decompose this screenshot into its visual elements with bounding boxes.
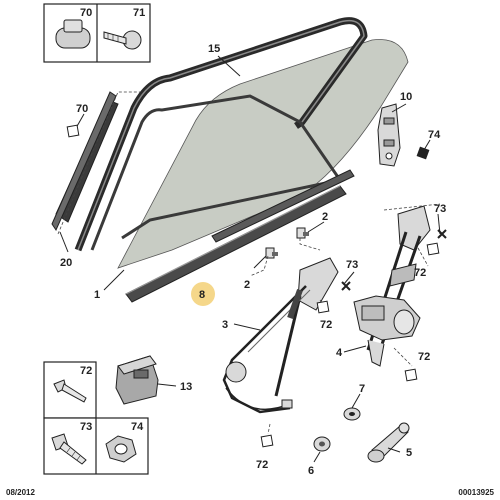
callout-72-bottom: 72 <box>256 459 268 471</box>
nut-74-icon <box>416 146 430 160</box>
regulator-4 <box>353 205 431 367</box>
switch-13 <box>115 355 159 405</box>
inner-belt-strip <box>211 169 355 243</box>
screw-71-icon <box>103 30 142 50</box>
nut-74-box-icon <box>105 435 137 463</box>
highlight-marker <box>191 282 215 306</box>
callout-6: 6 <box>308 465 314 477</box>
callout-4: 4 <box>336 347 343 359</box>
callout-74: 74 <box>428 129 441 141</box>
callout-20: 20 <box>60 257 72 269</box>
box-label-71: 71 <box>133 7 145 19</box>
callout-72-center: 72 <box>320 319 332 331</box>
bracket-10 <box>377 103 401 167</box>
bush-7-icon <box>343 407 361 421</box>
leader-lines <box>59 55 441 463</box>
clip-2-upper <box>296 227 309 239</box>
clip-70-icon <box>55 19 91 49</box>
date-stamp: 08/2012 <box>6 488 35 497</box>
callout-3: 3 <box>222 319 228 331</box>
clip-pin-72-icon <box>53 379 87 403</box>
callout-2-upper: 2 <box>322 211 328 223</box>
callout-70: 70 <box>76 103 88 115</box>
callout-72-right: 72 <box>414 267 426 279</box>
callout-2-lower: 2 <box>244 279 250 291</box>
box-label-73: 73 <box>80 421 92 433</box>
callout-13: 13 <box>180 381 192 393</box>
callout-73-right: 73 <box>434 203 446 215</box>
clip-2-lower <box>265 247 278 259</box>
callout-15: 15 <box>208 43 220 55</box>
callout-73-center: 73 <box>346 259 358 271</box>
callout-8: 8 <box>199 289 205 301</box>
callout-10: 10 <box>400 91 412 103</box>
callout-5: 5 <box>406 447 412 459</box>
roller-6-icon <box>313 436 331 452</box>
box-label-74: 74 <box>131 421 144 433</box>
regulator-3 <box>222 257 339 414</box>
document-reference: 00013925 <box>458 488 494 497</box>
callout-7: 7 <box>359 383 365 395</box>
reference-markers <box>66 124 447 448</box>
parts-box-70-71: 70 71 <box>43 3 151 63</box>
callout-1: 1 <box>94 289 100 301</box>
bolt-73-icon <box>51 433 87 465</box>
crank-handle-5 <box>367 422 410 463</box>
box-label-72: 72 <box>80 365 92 377</box>
parts-box-72-73-74: 72 73 74 <box>43 361 149 475</box>
callout-72-lower-right: 72 <box>418 351 430 363</box>
box-label-70: 70 <box>80 7 92 19</box>
inner-run-channel <box>90 94 343 251</box>
